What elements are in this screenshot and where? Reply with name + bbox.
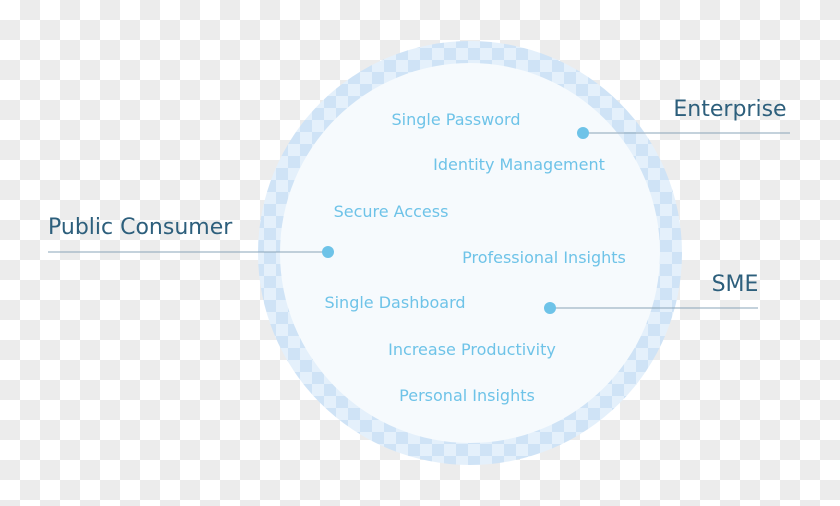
enterprise-dot: [577, 127, 589, 139]
feature-personal-insights: Personal Insights: [399, 386, 535, 405]
feature-list: Single Password Identity Management Secu…: [324, 110, 625, 405]
feature-increase-productivity: Increase Productivity: [388, 340, 556, 359]
feature-single-dashboard: Single Dashboard: [324, 293, 465, 312]
enterprise-label: Enterprise: [673, 97, 786, 122]
public-consumer-label: Public Consumer: [48, 215, 233, 240]
feature-professional-insights: Professional Insights: [462, 248, 626, 267]
sme-dot: [544, 302, 556, 314]
feature-secure-access: Secure Access: [334, 202, 449, 221]
public-consumer-dot: [322, 246, 334, 258]
sme-label: SME: [712, 272, 759, 297]
feature-identity-management: Identity Management: [433, 155, 605, 174]
feature-single-password: Single Password: [391, 110, 520, 129]
inner-circle: [280, 63, 660, 443]
